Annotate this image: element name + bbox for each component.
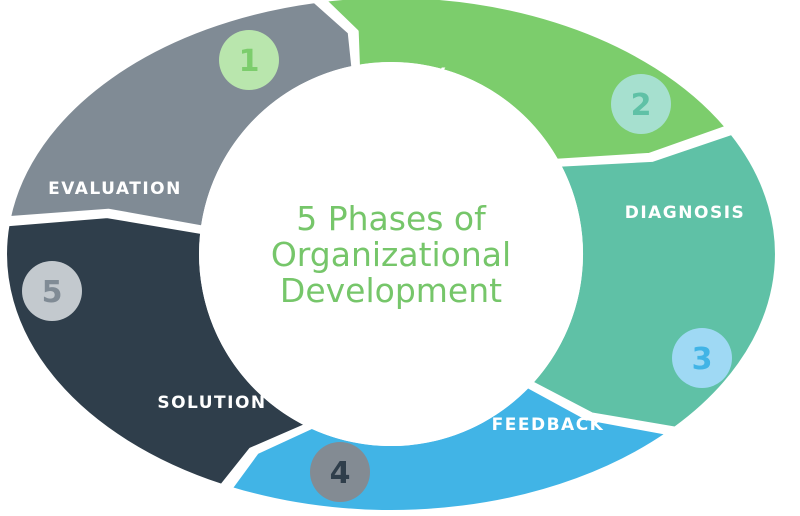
phase-badge-3 bbox=[672, 328, 732, 388]
center-title-line-1: 5 Phases of bbox=[296, 199, 487, 238]
phase-label-3: FEEDBACK bbox=[492, 415, 605, 435]
phase-badge-number-2: 2 bbox=[631, 88, 652, 123]
phase-badge-number-4: 4 bbox=[330, 456, 351, 491]
phase-label-5: EVALUATION bbox=[48, 179, 182, 199]
phase-badge-5 bbox=[22, 261, 82, 321]
phase-badge-number-1: 1 bbox=[239, 44, 260, 79]
phase-badge-number-3: 3 bbox=[692, 342, 713, 377]
phase-badge-1 bbox=[219, 30, 279, 90]
phase-label-2: DIAGNOSIS bbox=[625, 203, 746, 223]
center-circle bbox=[199, 62, 583, 446]
center-title-line-2: Organizational bbox=[271, 235, 511, 274]
phase-badge-2 bbox=[611, 74, 671, 134]
phase-badge-number-5: 5 bbox=[42, 275, 63, 310]
phase-badge-4 bbox=[310, 442, 370, 502]
center-title-line-3: Development bbox=[280, 271, 502, 310]
badges-layer: 1 2 3 4 5 bbox=[22, 30, 732, 502]
phase-label-4: SOLUTION bbox=[157, 393, 266, 413]
